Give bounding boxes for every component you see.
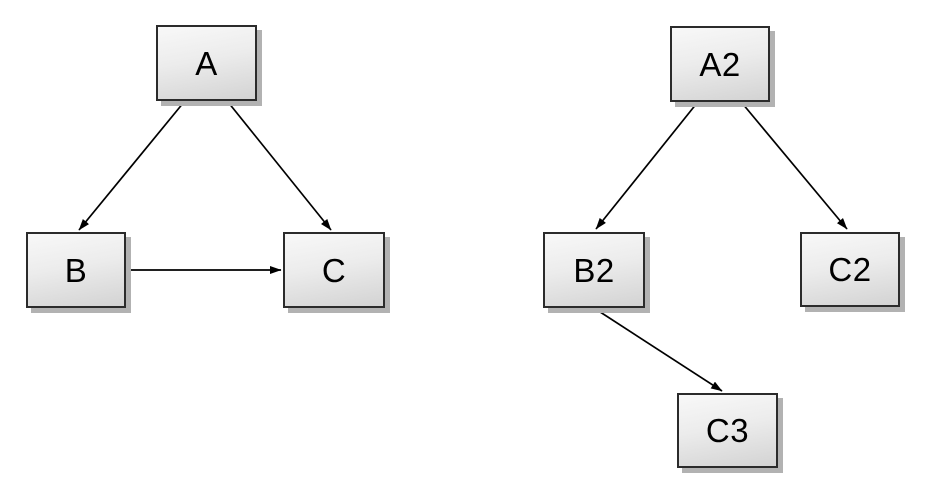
node-label-C3: C3 [705, 412, 750, 449]
edge-A-B[interactable] [78, 101, 185, 231]
node-B2[interactable]: B2 [543, 232, 645, 308]
node-A[interactable]: A [156, 25, 257, 101]
node-C[interactable]: C [283, 232, 385, 308]
node-label-B: B [64, 251, 88, 289]
edge-A2-C2[interactable] [741, 102, 848, 230]
node-C3[interactable]: C3 [677, 393, 778, 468]
node-B[interactable]: B [26, 232, 126, 308]
edge-B2-C3[interactable] [593, 307, 723, 392]
edge-A2-B2[interactable] [595, 102, 698, 230]
node-label-A: A [195, 44, 218, 82]
node-label-C2: C2 [828, 251, 872, 288]
node-label-C: C [321, 251, 347, 289]
edge-A-C[interactable] [227, 101, 332, 231]
node-label-B2: B2 [573, 251, 615, 289]
node-label-A2: A2 [699, 45, 741, 83]
node-A2[interactable]: A2 [670, 26, 770, 102]
node-C2[interactable]: C2 [800, 232, 900, 307]
